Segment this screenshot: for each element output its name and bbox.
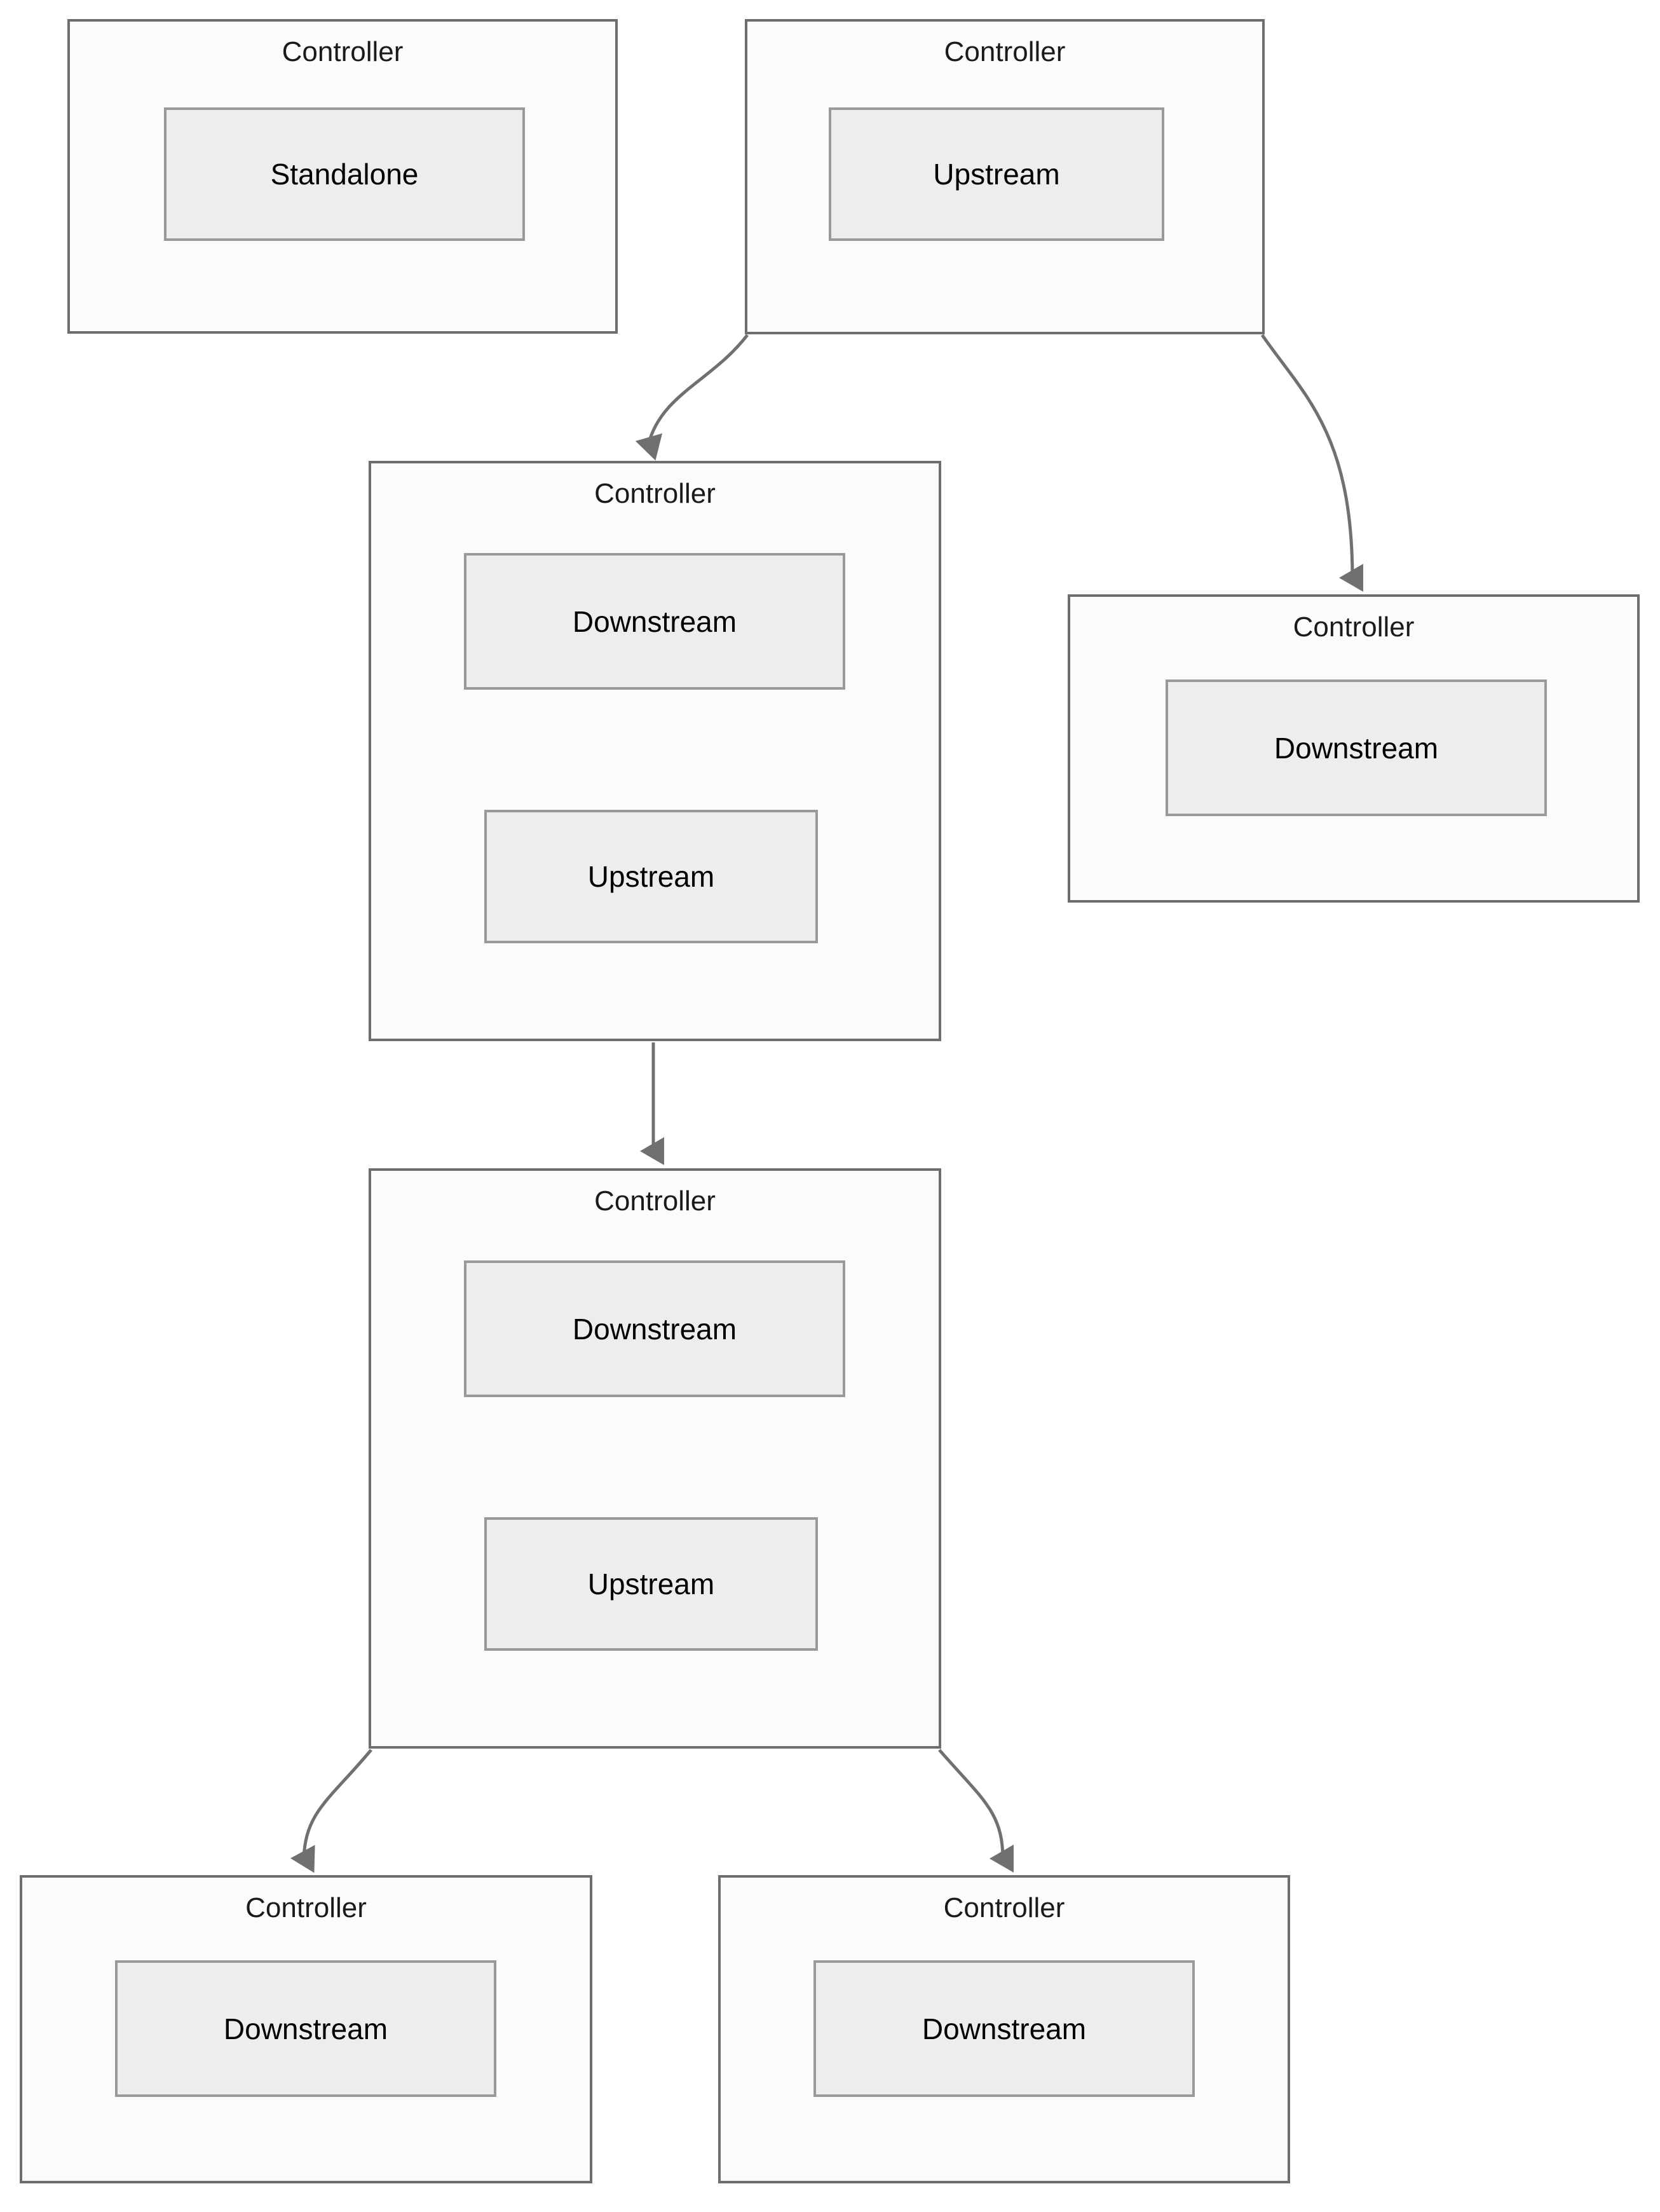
edge-arrow: [938, 1749, 1014, 1873]
edge-arrow: [290, 1749, 372, 1873]
controller-box[interactable]: Controller Downstream Upstream: [369, 1168, 941, 1749]
inner-node-downstream[interactable]: Downstream: [464, 1260, 845, 1397]
controller-box[interactable]: Controller Upstream: [745, 19, 1265, 334]
controller-box[interactable]: Controller Standalone: [67, 19, 618, 334]
inner-node-label: Downstream: [922, 2012, 1087, 2045]
inner-node-label: Upstream: [587, 860, 715, 893]
inner-node-label: Downstream: [572, 1312, 737, 1346]
inner-node-label: Downstream: [223, 2012, 388, 2045]
inner-node-downstream[interactable]: Downstream: [464, 553, 845, 690]
inner-node-upstream[interactable]: Upstream: [484, 810, 818, 943]
inner-node-standalone[interactable]: Standalone: [164, 107, 525, 241]
controller-title: Controller: [1293, 611, 1415, 643]
inner-node-upstream[interactable]: Upstream: [829, 107, 1164, 241]
inner-node-upstream[interactable]: Upstream: [484, 1517, 818, 1651]
inner-node-label: Standalone: [270, 158, 419, 191]
inner-node-downstream[interactable]: Downstream: [813, 1960, 1195, 2097]
edge-arrow: [1260, 334, 1364, 592]
controller-box[interactable]: Controller Downstream Upstream: [369, 461, 941, 1041]
inner-node-downstream[interactable]: Downstream: [115, 1960, 496, 2097]
controller-title: Controller: [594, 478, 716, 509]
controller-title: Controller: [282, 36, 404, 67]
controller-title: Controller: [944, 36, 1066, 67]
inner-node-label: Downstream: [1274, 731, 1439, 765]
edge-arrow: [635, 334, 749, 461]
inner-node-label: Upstream: [587, 1567, 715, 1601]
controller-box[interactable]: Controller Downstream: [20, 1875, 592, 2183]
controller-box[interactable]: Controller Downstream: [718, 1875, 1290, 2183]
inner-node-label: Downstream: [572, 604, 737, 638]
controller-title: Controller: [245, 1892, 367, 1923]
inner-node-downstream[interactable]: Downstream: [1166, 679, 1547, 816]
inner-node-label: Upstream: [933, 158, 1060, 191]
controller-title: Controller: [943, 1892, 1065, 1923]
controller-box[interactable]: Controller Downstream: [1068, 594, 1640, 903]
controller-title: Controller: [594, 1185, 716, 1217]
